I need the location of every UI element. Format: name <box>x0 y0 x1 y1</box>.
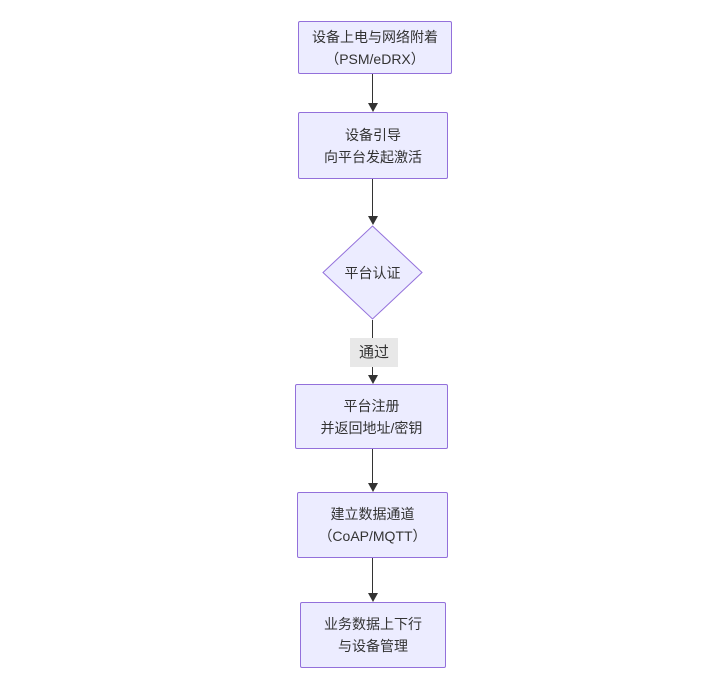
edge-label-pass: 通过 <box>350 338 398 367</box>
arrowhead-icon <box>367 375 378 384</box>
node-text-line: 设备引导 <box>345 126 401 143</box>
node-text-line: 业务数据上下行 <box>324 616 422 632</box>
flow-node-platform-auth: 平台认证 <box>322 225 423 320</box>
flow-node-platform-register: 平台注册 并返回地址/密钥 <box>295 384 448 449</box>
node-text-line: 向平台发起激活 <box>324 148 422 165</box>
arrowhead-icon <box>367 593 378 602</box>
arrowhead-icon <box>367 216 378 225</box>
edge-a-b <box>367 74 378 112</box>
flow-node-device-bootstrap: 设备引导 向平台发起激活 <box>298 112 448 179</box>
node-text-line: 并返回地址/密钥 <box>320 419 423 436</box>
node-text-line: 平台注册 <box>343 397 400 414</box>
node-text-line: 与设备管理 <box>338 638 408 654</box>
edge-line <box>372 558 373 594</box>
edge-line <box>372 179 373 217</box>
edge-e-f <box>367 558 378 602</box>
edge-d-e <box>367 449 378 492</box>
node-text-line: （CoAP/MQTT） <box>318 528 427 544</box>
arrowhead-icon <box>367 483 378 492</box>
edge-b-c <box>367 179 378 225</box>
flow-node-power-network-attach: 设备上电与网络附着 （PSM/eDRX） <box>298 21 452 74</box>
edge-line <box>372 449 373 484</box>
flow-node-data-channel: 建立数据通道 （CoAP/MQTT） <box>297 492 448 558</box>
node-text-line: 建立数据通道 <box>330 506 415 522</box>
flow-node-business-data: 业务数据上下行 与设备管理 <box>300 602 446 668</box>
node-text-line: （PSM/eDRX） <box>325 50 425 67</box>
node-text-line: 平台认证 <box>344 264 401 281</box>
diamond-shape <box>322 225 423 320</box>
edge-line <box>372 74 373 104</box>
node-text-line: 设备上电与网络附着 <box>312 28 438 45</box>
arrowhead-icon <box>367 103 378 112</box>
